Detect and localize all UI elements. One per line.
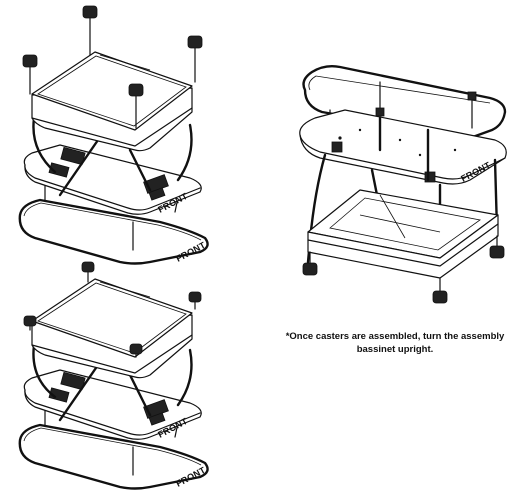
assembly-note: *Once casters are assembled, turn the as… xyxy=(270,330,520,356)
front-label: FRONT xyxy=(156,416,189,440)
front-label: FRONT xyxy=(174,465,207,489)
front-label: FRONT xyxy=(156,191,189,215)
front-label: FRONT xyxy=(174,240,207,264)
note-line-1: *Once casters are assembled, turn the as… xyxy=(285,331,505,342)
front-label: FRONT xyxy=(459,160,492,184)
note-line-2: bassinet upright. xyxy=(356,344,434,355)
